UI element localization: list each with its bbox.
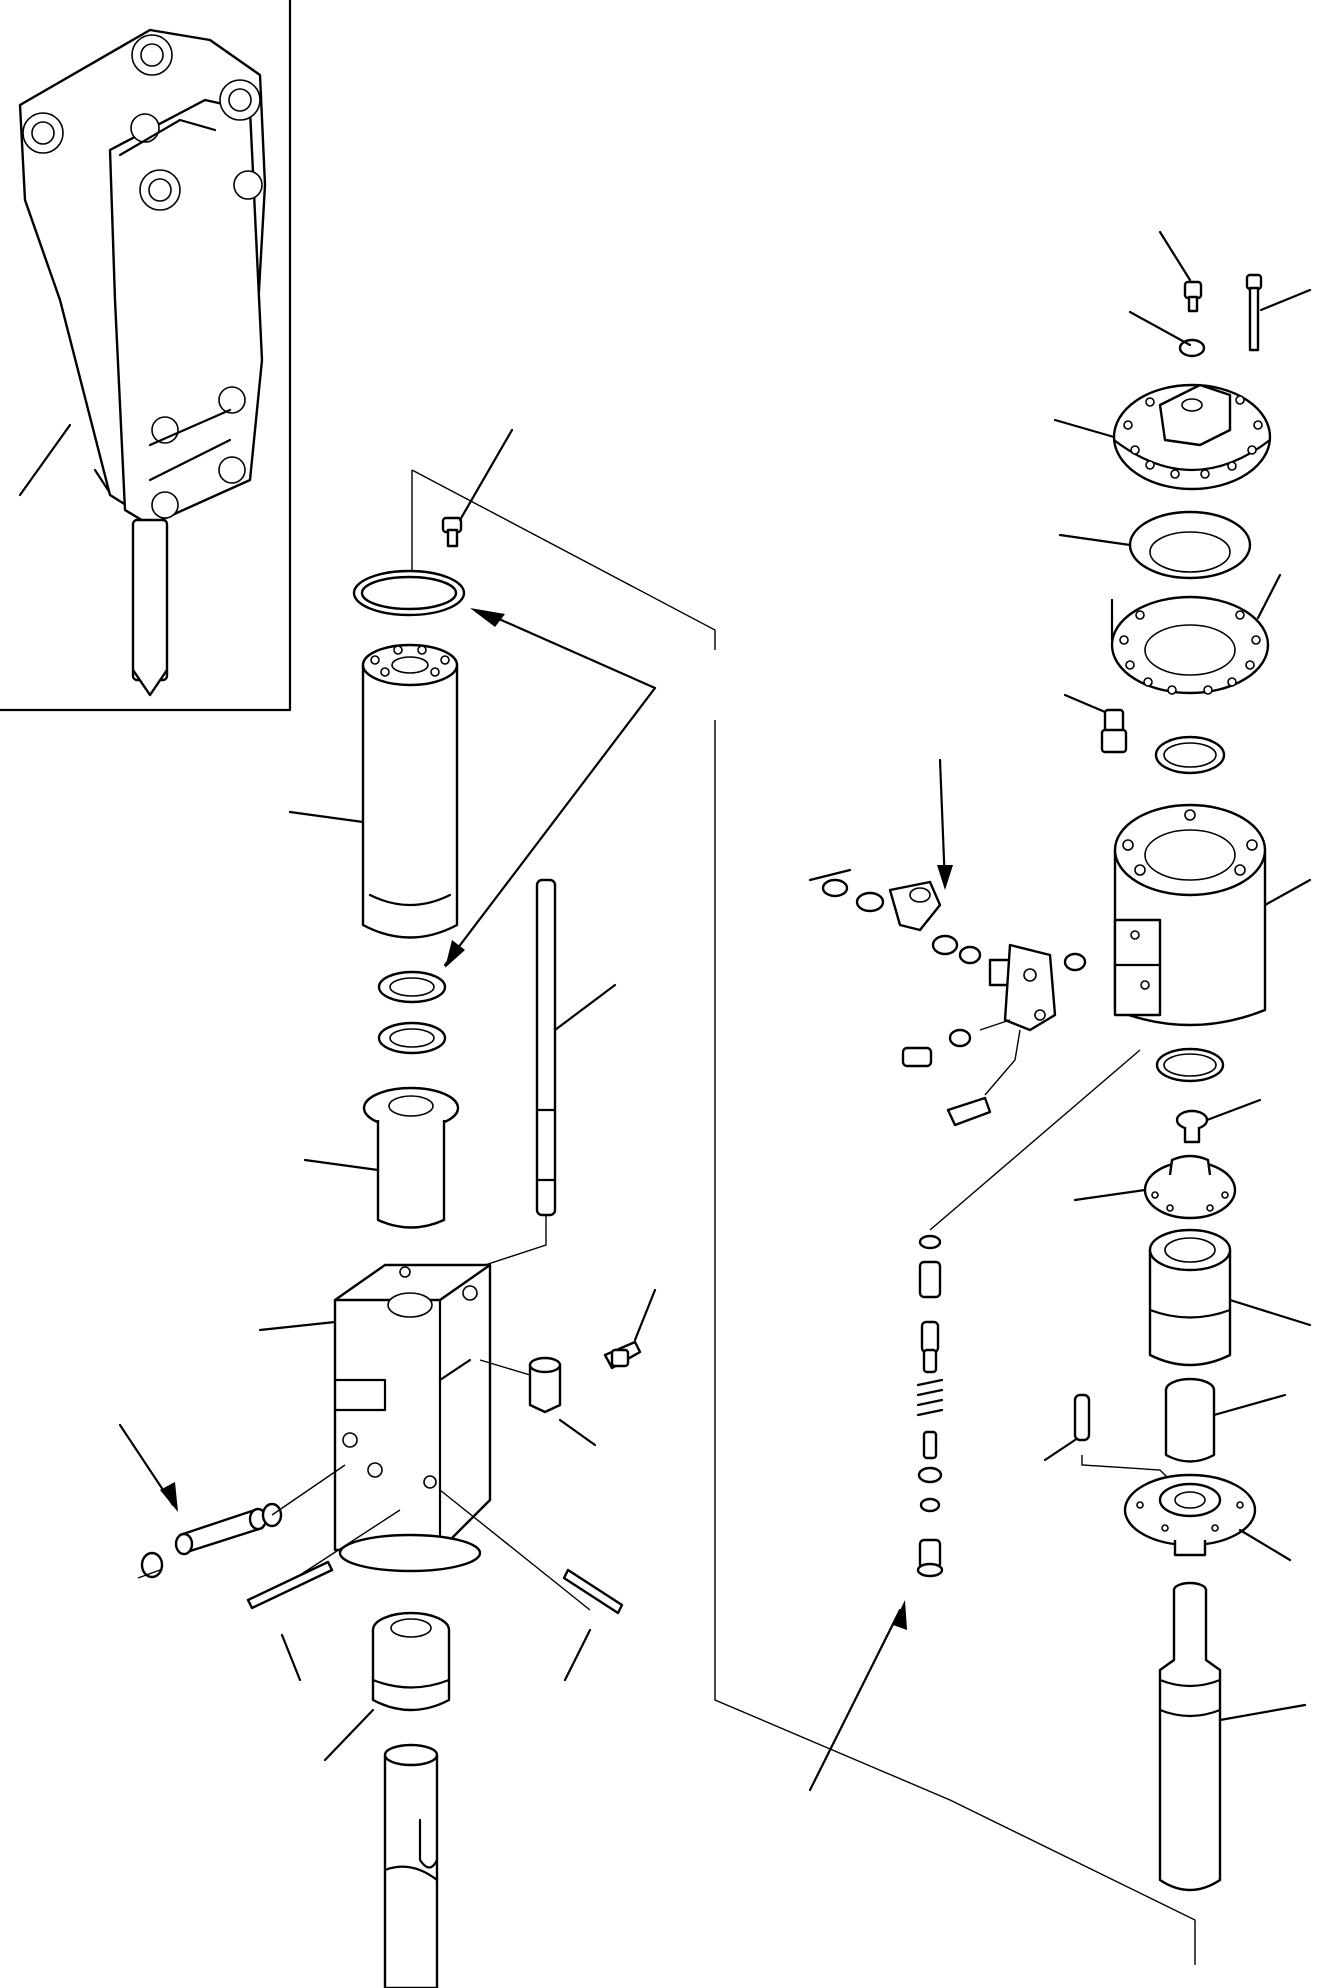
upper-cover bbox=[1053, 383, 1272, 491]
front-head-body bbox=[258, 1263, 492, 1573]
cylinder-housing bbox=[288, 643, 459, 939]
chisel-tool bbox=[383, 1743, 439, 1988]
bushing-upper bbox=[303, 1086, 460, 1229]
left-exploded-column bbox=[118, 428, 1196, 1988]
valve-spool bbox=[1148, 1228, 1312, 1367]
valve-seat bbox=[1073, 1154, 1237, 1220]
inset-overview bbox=[0, 0, 292, 712]
bushing-lower bbox=[323, 1611, 451, 1762]
cross-pin-assembly bbox=[118, 1423, 346, 1579]
valve-plunger bbox=[1175, 1098, 1262, 1144]
diaphragm bbox=[1058, 510, 1252, 580]
valve-body bbox=[1113, 803, 1312, 1027]
piston bbox=[1158, 1581, 1307, 1892]
pins-lower bbox=[246, 1489, 624, 1682]
screw-top-left bbox=[441, 428, 514, 548]
tie-rod bbox=[469, 878, 617, 1271]
dowel-pin bbox=[1043, 1393, 1176, 1486]
o-ring-right bbox=[1154, 735, 1226, 775]
flange-ring bbox=[1110, 573, 1282, 695]
top-screws bbox=[1128, 230, 1312, 358]
valve-stack bbox=[808, 1049, 1141, 1792]
seal-rings bbox=[377, 970, 447, 1055]
plug-and-fitting bbox=[479, 1288, 657, 1447]
side-port-assembly bbox=[808, 758, 1087, 1127]
right-exploded-column bbox=[808, 230, 1312, 1892]
sleeve bbox=[1164, 1377, 1287, 1463]
flange-bolt bbox=[1063, 693, 1128, 754]
lower-seat bbox=[1123, 1473, 1292, 1562]
arrow-icon bbox=[443, 608, 657, 968]
o-ring-lower bbox=[1155, 1047, 1225, 1083]
breaker-bracket bbox=[18, 28, 267, 697]
o-ring-upper bbox=[352, 569, 466, 617]
